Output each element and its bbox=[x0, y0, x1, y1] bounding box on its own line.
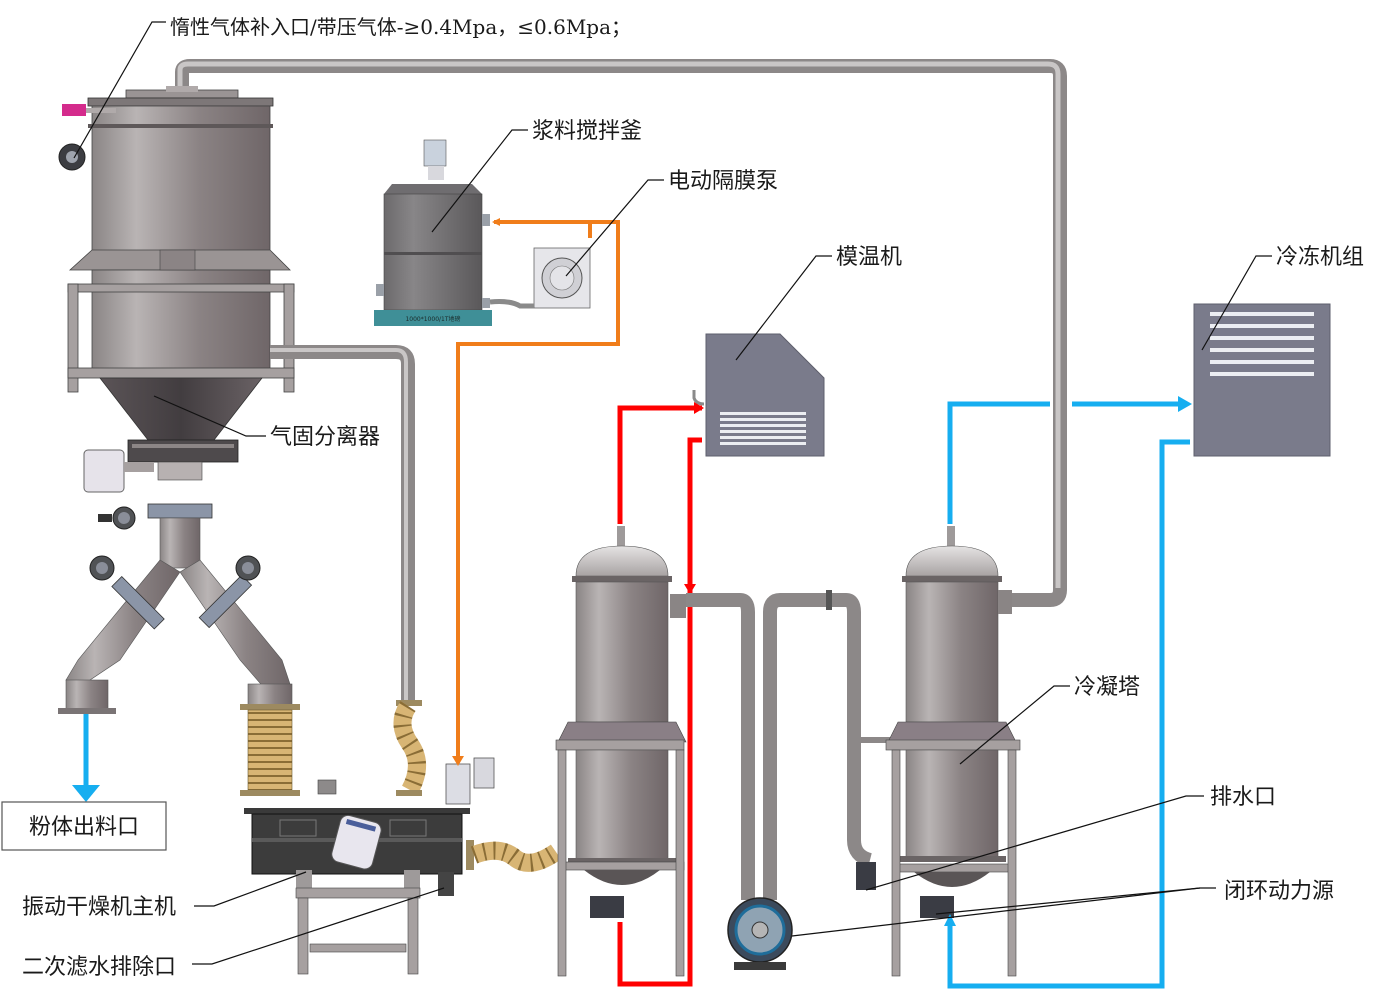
mtc-label: 模温机 bbox=[836, 245, 902, 270]
closed-loop-blower bbox=[727, 897, 793, 970]
chiller-label: 冷冻机组 bbox=[1276, 245, 1364, 270]
label-separator: 气固分离器 bbox=[153, 395, 380, 450]
separator-to-dryer-pipe bbox=[270, 345, 426, 796]
label-inert-gas: 惰性气体补入口/带压气体-≥0.4Mpa，≤0.6Mpa； bbox=[73, 15, 631, 159]
mtc-vent-slots bbox=[720, 412, 806, 445]
mold-temperature-controller bbox=[692, 333, 825, 457]
y-chute-right bbox=[179, 559, 291, 691]
scale-marking: 1000*1000/1T地磅 bbox=[405, 315, 460, 323]
label-closed-loop: 闭环动力源 bbox=[791, 879, 1334, 937]
label-chiller: 冷冻机组 bbox=[1201, 245, 1364, 351]
vibrating-dryer bbox=[244, 757, 562, 975]
powder-outlet-label: 粉体出料口 bbox=[29, 815, 139, 840]
diaphragm-pump-label: 电动隔膜泵 bbox=[668, 169, 778, 194]
chiller-vent-slots bbox=[1210, 312, 1314, 376]
dryer-main-label: 振动干燥机主机 bbox=[22, 895, 176, 920]
agitator-motor bbox=[423, 139, 447, 167]
separator-cylinder bbox=[91, 105, 271, 257]
condenser-tower-1 bbox=[555, 526, 687, 977]
label-slurry-tank: 浆料搅拌釜 bbox=[431, 119, 642, 233]
gas-solid-separator bbox=[58, 86, 300, 796]
label-drain: 排水口 bbox=[865, 785, 1276, 891]
label-mtc: 模温机 bbox=[735, 245, 902, 361]
inert-gas-label: 惰性气体补入口/带压气体-≥0.4Mpa，≤0.6Mpa； bbox=[170, 15, 631, 39]
electric-diaphragm-pump bbox=[489, 247, 591, 309]
top-return-pipe bbox=[175, 59, 1067, 607]
drain-label: 排水口 bbox=[1210, 785, 1276, 810]
powder-outlet-box bbox=[1, 801, 167, 851]
slurry-tank-label: 浆料搅拌釜 bbox=[532, 119, 642, 144]
chiller-cabinet bbox=[1193, 303, 1331, 457]
separator-label: 气固分离器 bbox=[270, 425, 380, 450]
closed-loop-label: 闭环动力源 bbox=[1224, 879, 1334, 904]
feed-valve bbox=[445, 763, 471, 805]
inert-gas-valve bbox=[62, 104, 86, 116]
powder-outlet: 粉体出料口 bbox=[1, 714, 167, 851]
condenser-interconnect-pipes bbox=[686, 590, 906, 900]
label-dryer-main: 振动干燥机主机 bbox=[22, 871, 307, 920]
rotary-valve-motor bbox=[83, 449, 125, 493]
hot-medium-loop bbox=[617, 402, 704, 987]
chilled-medium-loop bbox=[944, 396, 1192, 989]
label-condenser: 冷凝塔 bbox=[959, 675, 1140, 765]
chiller-unit bbox=[1193, 303, 1331, 457]
condenser-tower-2 bbox=[885, 526, 1021, 977]
label-diaphragm-pump: 电动隔膜泵 bbox=[565, 169, 778, 277]
secondary-drain-label: 二次滤水排除口 bbox=[22, 955, 176, 980]
weigh-scale-base bbox=[374, 310, 492, 326]
bellows-dryer-inlet bbox=[247, 709, 293, 791]
label-secondary-drain: 二次滤水排除口 bbox=[22, 887, 445, 980]
slurry-mixing-tank: 1000*1000/1T地磅 bbox=[374, 139, 492, 326]
separator-cone bbox=[99, 377, 263, 441]
condenser-label: 冷凝塔 bbox=[1074, 675, 1140, 700]
slurry-feed-line bbox=[452, 218, 620, 766]
